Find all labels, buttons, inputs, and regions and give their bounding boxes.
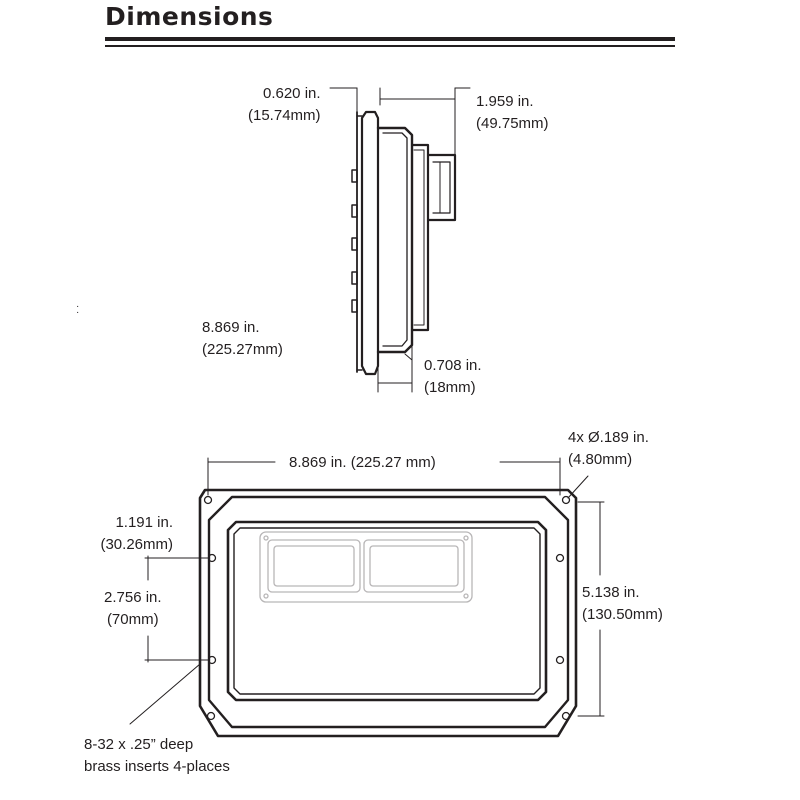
offset-inches: 1.191 in. — [115, 514, 173, 531]
flange-inches: 0.708 in. — [424, 357, 482, 374]
inserts-note-line2: brass inserts 4-places — [84, 758, 230, 775]
depth-total-inches: 1.959 in. — [476, 93, 534, 110]
side-height-mm: (225.27mm) — [202, 341, 283, 358]
insert-spacing-label: 2.756 in. (70mm) — [104, 587, 162, 631]
title-rule-thick — [105, 37, 675, 41]
depth-top-mm: (15.74mm) — [248, 107, 321, 124]
side-height-label: 8.869 in. (225.27mm) — [202, 317, 283, 361]
flange-mm: (18mm) — [424, 379, 476, 396]
margin-dots: ·· — [76, 301, 80, 318]
depth-top-inches: 0.620 in. — [262, 85, 321, 102]
front-height-mm: (130.50mm) — [582, 606, 663, 623]
front-width-label: 8.869 in. (225.27 mm) — [289, 454, 436, 471]
front-height-inches: 5.138 in. — [582, 584, 640, 601]
holes-label: 4x Ø.189 in. (4.80mm) — [568, 427, 649, 471]
offset-mm: (30.26mm) — [100, 536, 173, 553]
depth-total-label: 1.959 in. (49.75mm) — [476, 91, 549, 135]
front-view — [129, 457, 605, 738]
depth-total-mm: (49.75mm) — [476, 115, 549, 132]
inserts-note: 8-32 x .25” deep brass inserts 4-places — [84, 734, 230, 778]
flange-label: 0.708 in. (18mm) — [424, 355, 482, 399]
side-height-inches: 8.869 in. — [202, 319, 260, 336]
holes-count-dia: 4x Ø.189 in. — [568, 429, 649, 446]
front-height-label: 5.138 in. (130.50mm) — [582, 582, 663, 626]
holes-mm: (4.80mm) — [568, 451, 633, 468]
depth-top-label: 0.620 in. (15.74mm) — [248, 83, 321, 127]
insert-spacing-inches: 2.756 in. — [104, 589, 162, 606]
insert-spacing-mm: (70mm) — [106, 611, 159, 628]
page-title: Dimensions — [105, 2, 274, 31]
title-rule-thin — [105, 45, 675, 47]
inserts-note-line1: 8-32 x .25” deep — [84, 736, 194, 753]
offset-label: 1.191 in. (30.26mm) — [80, 512, 173, 556]
side-view — [329, 87, 471, 393]
